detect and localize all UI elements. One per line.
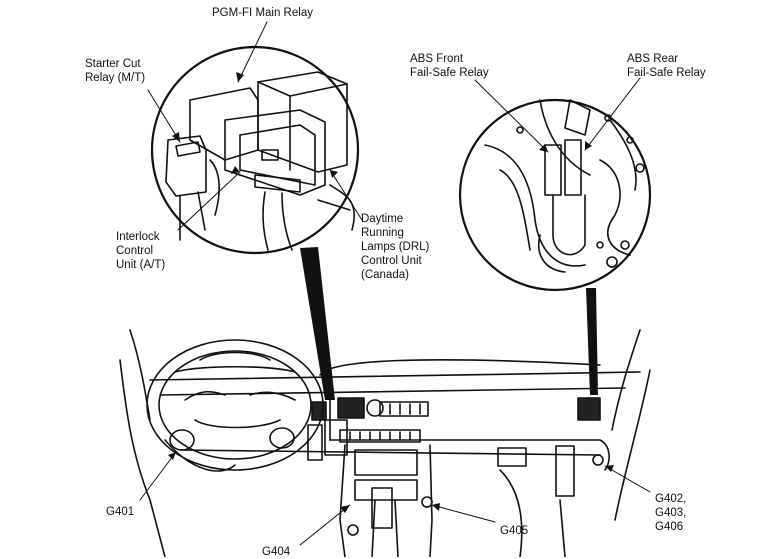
callout-pointer-left <box>300 247 335 400</box>
callout-pointer-right <box>586 288 598 395</box>
label-g404: G404 <box>262 546 291 558</box>
arrowheads-right <box>539 141 592 152</box>
ground-leader-lines <box>139 451 651 546</box>
arrowheads-left <box>172 72 338 178</box>
dashboard <box>119 329 651 557</box>
leader-lines-right <box>474 77 641 153</box>
label-g405: G405 <box>500 525 529 537</box>
label-g401: G401 <box>106 506 135 518</box>
label-pgm-fi-main-relay: PGM-FI Main Relay <box>212 7 313 19</box>
label-drl-control-unit: Daytime Running Lamps (DRL) Control Unit… <box>361 213 430 281</box>
label-starter-cut-relay: Starter Cut Relay (M/T) <box>85 58 146 84</box>
relay-detail-circle-right <box>458 98 652 292</box>
label-g402-g403-g406: G402, G403, G406 <box>655 493 687 533</box>
leader-lines-left <box>147 21 363 231</box>
label-abs-front-fail-safe-relay: ABS Front Fail-Safe Relay <box>410 53 489 79</box>
ground-arrowheads <box>168 452 614 513</box>
label-interlock-control-unit: Interlock Control Unit (A/T) <box>116 231 166 271</box>
relay-detail-circle-left <box>150 45 360 255</box>
label-abs-rear-fail-safe-relay: ABS Rear Fail-Safe Relay <box>627 53 706 79</box>
steering-wheel <box>146 339 324 472</box>
